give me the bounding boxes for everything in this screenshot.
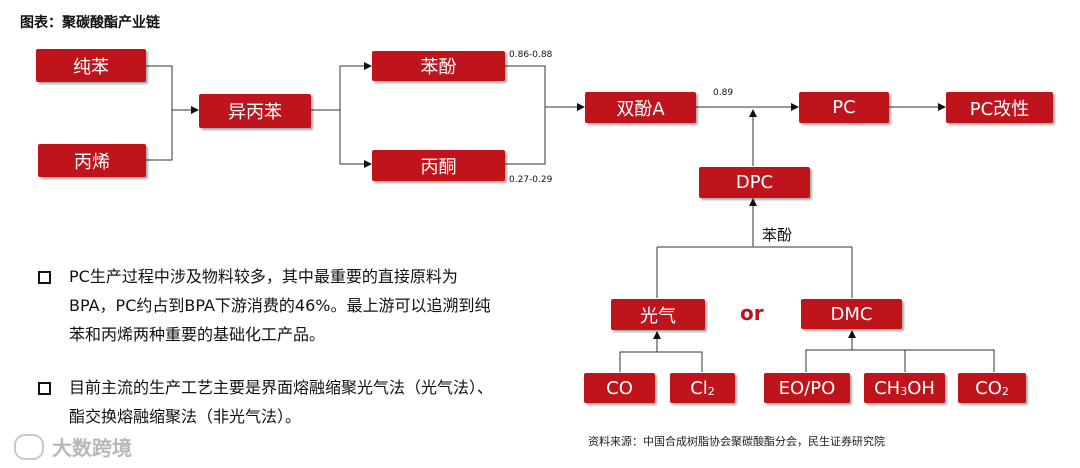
node-bpa: 双酚A [585, 92, 696, 123]
watermark-logo-icon [14, 433, 44, 460]
bullet-square-icon [38, 382, 51, 395]
node-phenol: 苯酚 [372, 51, 505, 81]
bullet-item-2: 目前主流的生产工艺主要是界面熔融缩聚光气法（光气法）、 酯交换熔融缩聚法（非光气… [38, 373, 493, 431]
watermark-text: 大数跨境 [52, 436, 132, 460]
ratio-acetone: 0.27-0.29 [509, 175, 553, 185]
bullet-1-line-2: BPA，PC约占到BPA下游消费的46%。最上游可以追溯到纯 [69, 296, 491, 315]
source-note: 资料来源：中国合成树脂协会聚碳酸酯分会，民生证券研究院 [588, 435, 885, 448]
ch3oh-text-a: CH [874, 377, 901, 399]
node-cumene: 异丙苯 [199, 94, 311, 128]
co2-subscript: 2 [1001, 384, 1009, 398]
cl2-subscript: 2 [707, 384, 715, 398]
node-dmc: DMC [801, 299, 902, 329]
node-eo-po: EO/PO [764, 373, 850, 403]
ch3oh-subscript: 3 [900, 384, 908, 398]
ch3oh-text-b: OH [907, 377, 935, 399]
node-phosgene: 光气 [611, 299, 705, 330]
node-propylene: 丙烯 [38, 144, 146, 177]
line-phenol-out [505, 65, 546, 165]
line-dmc-inputs [805, 349, 995, 372]
bullet-square-icon [38, 271, 51, 284]
bullet-1-line-3: 苯和丙烯两种重要的基础化工产品。 [69, 325, 326, 344]
node-acetone: 丙酮 [372, 150, 505, 181]
bullet-2-line-2: 酯交换熔融缩聚法（非光气法）。 [69, 407, 302, 426]
figure-title: 图表：聚碳酸酯产业链 [20, 15, 160, 31]
line-propylene [146, 110, 173, 161]
phenol-label: 苯酚 [762, 226, 793, 244]
ratio-bpa: 0.89 [713, 88, 734, 98]
node-pc: PC [799, 92, 889, 123]
node-co: CO [584, 373, 655, 403]
node-pc-modified: PC改性 [946, 92, 1053, 123]
watermark: 大数跨境 [14, 432, 132, 461]
node-dpc: DPC [699, 167, 810, 198]
cl2-text: Cl [690, 377, 708, 399]
node-pure-benzene: 纯苯 [36, 49, 146, 82]
bullet-1-line-1: PC生产过程中涉及物料较多，其中最重要的直接原料为 [69, 267, 458, 286]
line-co-cl2 [619, 351, 703, 372]
bullet-item-1: PC生产过程中涉及物料较多，其中最重要的直接原料为 BPA，PC约占到BPA下游… [38, 262, 490, 349]
ratio-phenol: 0.86-0.88 [509, 50, 553, 60]
line-benzene [146, 65, 173, 110]
bullet-2-line-1: 目前主流的生产工艺主要是界面熔融缩聚光气法（光气法）、 [69, 378, 494, 397]
co2-text: CO [975, 377, 1002, 399]
or-label: or [740, 301, 764, 325]
